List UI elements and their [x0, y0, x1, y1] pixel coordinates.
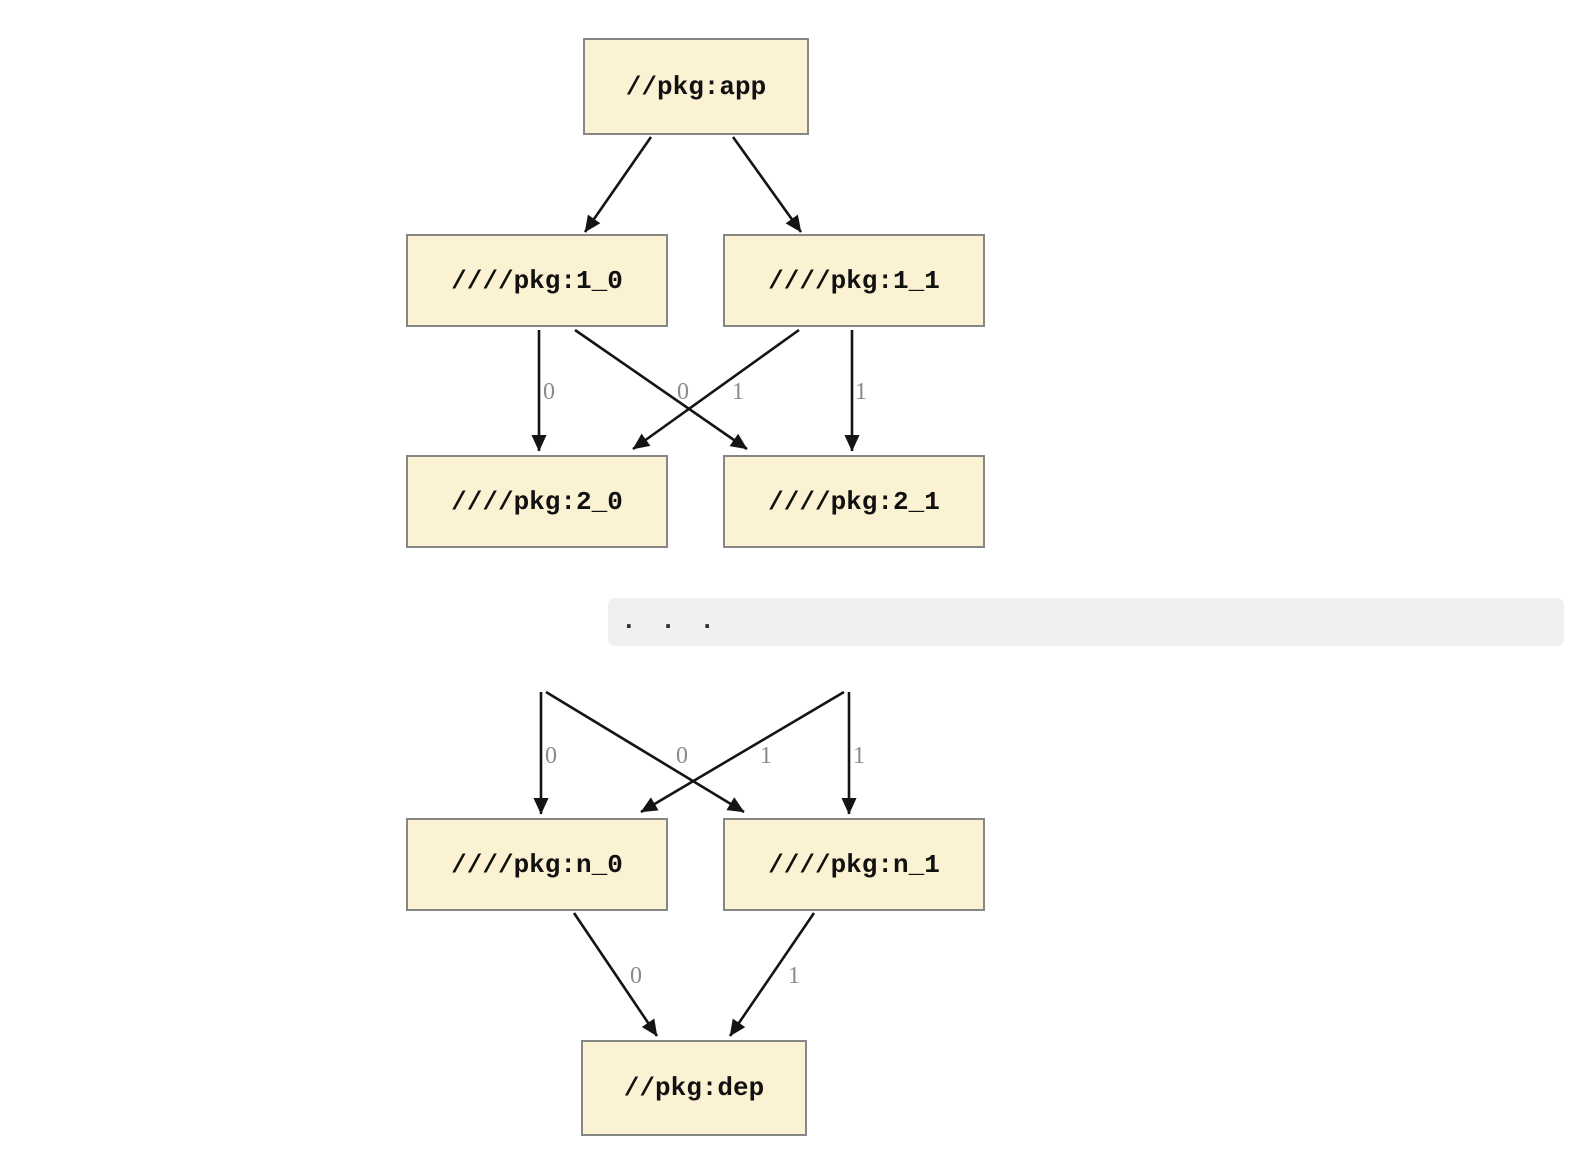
edge-app-to-1_1	[731, 136, 803, 233]
node-1_1-label: ////pkg:1_1	[768, 265, 940, 296]
node-1_0-label: ////pkg:1_0	[451, 265, 623, 296]
edge-label-1_1-to-2_1: 1	[855, 379, 867, 405]
edge-label-ellipsis-to-n_0-cross: 1	[760, 743, 772, 769]
node-n_1-label: ////pkg:n_1	[768, 849, 940, 880]
edge-label-1_0-to-2_1: 0	[677, 379, 689, 405]
edge-1_0-to-2_1	[574, 328, 748, 451]
node-2_1: ////pkg:2_1	[723, 455, 985, 548]
node-1_0: ////pkg:1_0	[406, 234, 668, 327]
edge-n_0-to-dep	[572, 912, 659, 1037]
node-dep-label: //pkg:dep	[623, 1073, 765, 1103]
node-1_1: ////pkg:1_1	[723, 234, 985, 327]
edge-label-n_1-to-dep: 1	[788, 963, 800, 989]
edge-label-ellipsis-to-n_1-cross: 0	[676, 743, 688, 769]
edge-1_1-to-2_0	[632, 328, 800, 451]
node-app: //pkg:app	[583, 38, 809, 135]
edge-app-to-1_0	[583, 136, 653, 233]
edge-label-ellipsis-to-n_1-straight: 1	[853, 743, 865, 769]
edge-ellipsis-to-n_0-cross	[640, 690, 845, 814]
edge-label-n_0-to-dep: 0	[630, 963, 642, 989]
node-n_0: ////pkg:n_0	[406, 818, 668, 911]
node-2_0: ////pkg:2_0	[406, 455, 668, 548]
node-app-label: //pkg:app	[625, 71, 767, 102]
node-n_0-label: ////pkg:n_0	[451, 849, 623, 880]
edge-label-ellipsis-to-n_0-straight: 0	[545, 743, 557, 769]
edge-n_1-to-dep	[728, 912, 816, 1037]
ellipsis-text: . . .	[621, 606, 720, 636]
node-n_1: ////pkg:n_1	[723, 818, 985, 911]
node-2_0-label: ////pkg:2_0	[451, 486, 623, 517]
edge-ellipsis-to-n_1-cross	[545, 690, 745, 814]
edge-label-1_0-to-2_0: 0	[543, 379, 555, 405]
edge-label-1_1-to-2_0: 1	[732, 379, 744, 405]
node-dep: //pkg:dep	[581, 1040, 807, 1136]
node-2_1-label: ////pkg:2_1	[768, 486, 940, 517]
ellipsis-band: . . .	[608, 598, 1564, 646]
